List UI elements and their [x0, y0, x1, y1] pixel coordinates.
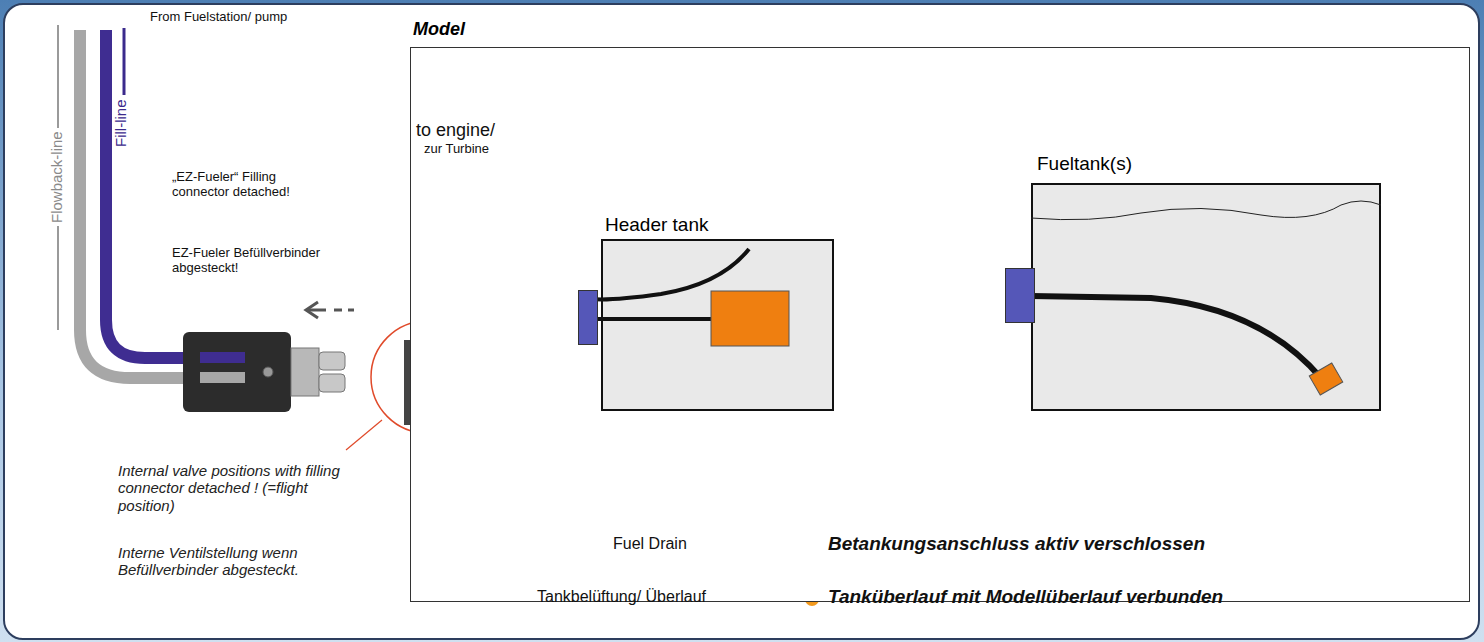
- header-tank: Header tank: [601, 239, 834, 411]
- flowback-line: [80, 30, 200, 378]
- status-note: Betankungsanschluss aktiv verschlossen: [828, 533, 1205, 555]
- node-heading: Header tank: [605, 214, 709, 236]
- connector-note: „EZ-Fueler“ Filling connector detached!: [172, 170, 312, 200]
- connector-note: EZ-Fueler Befüllverbinder abgesteckt!: [172, 246, 322, 276]
- detach-arrow: [308, 309, 326, 312]
- detach-arrow: [334, 309, 342, 312]
- drain-label: Fuel Drain: [613, 535, 687, 553]
- node-heading: Fueltank(s): [1037, 153, 1132, 175]
- tank-fitting: [578, 290, 598, 345]
- nozzle-tip: [319, 352, 345, 370]
- screw: [263, 367, 273, 377]
- fuel-tank: Fueltank(s): [1031, 183, 1381, 411]
- detach-arrow: [348, 309, 354, 312]
- source-label: From Fuelstation/ pump: [150, 10, 287, 25]
- leader-line: [346, 420, 382, 450]
- vent-label: Tankbelüftung/ Überlauf: [537, 588, 706, 606]
- model-region: ModelHeader tankFueltank(s): [410, 47, 1470, 602]
- tank-contents: [601, 239, 834, 411]
- fill-marker: [123, 28, 126, 95]
- fueler-body: [183, 332, 291, 412]
- nozzle: [291, 348, 319, 396]
- flowback-port: [200, 372, 245, 383]
- engine-label: to engine/: [416, 120, 495, 141]
- fill-port: [200, 352, 245, 363]
- nozzle-tip: [319, 374, 345, 392]
- tank-fitting: [1005, 268, 1035, 323]
- callout-note: Interne Ventilstellung wenn Befüllverbin…: [118, 544, 363, 579]
- line-label: Flowback-line: [48, 128, 65, 226]
- callout-note: Internal valve positions with filling co…: [118, 462, 363, 514]
- detach-arrow: [306, 302, 318, 318]
- node-heading: Model: [413, 19, 465, 40]
- tank-contents: [1031, 183, 1381, 411]
- line-label: Fill-line: [112, 96, 129, 150]
- engine-label: zur Turbine: [424, 142, 489, 157]
- status-note: Tanküberlauf mit Modellüberlauf verbunde…: [828, 586, 1223, 608]
